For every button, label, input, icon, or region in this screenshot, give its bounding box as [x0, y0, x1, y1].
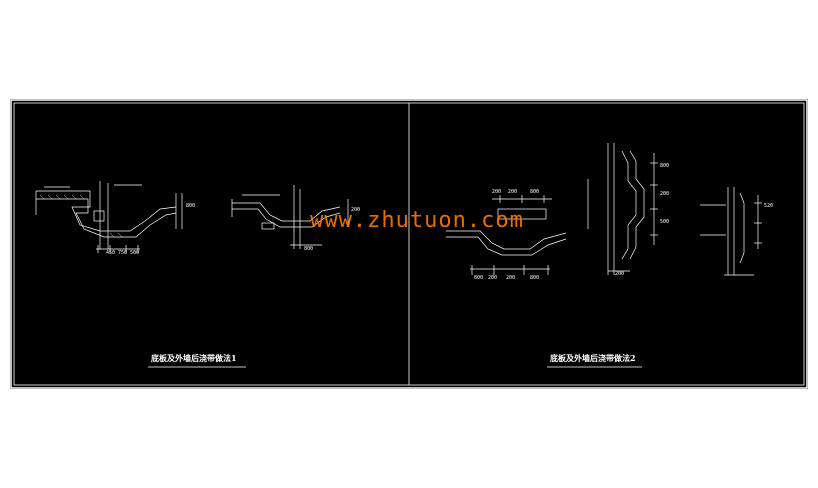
caption-left: 底板及外墙后浇带做法1	[151, 353, 237, 363]
caption-right: 底板及外墙后浇带做法2	[550, 353, 636, 363]
dim-label: 500	[130, 250, 140, 256]
dim-label: 200	[615, 271, 625, 277]
dim-label: 200	[506, 275, 516, 281]
cad-drawing	[10, 99, 808, 389]
detail-2b	[587, 143, 658, 275]
dim-label: 800	[304, 246, 314, 252]
watermark: www.zhutuon.com	[310, 208, 524, 233]
detail-1-hatch	[39, 194, 123, 238]
dim-label: 450	[106, 250, 116, 256]
detail-2c	[700, 187, 762, 276]
dim-label: 200	[508, 189, 518, 195]
dim-label: 500	[660, 219, 670, 225]
dim-label: 800	[660, 163, 670, 169]
dim-label: 800	[186, 203, 196, 209]
dim-label: 200	[660, 191, 670, 197]
detail-2	[446, 195, 567, 275]
dim-label: 800	[530, 275, 540, 281]
outer-frame	[10, 99, 808, 389]
dim-label: 200	[351, 207, 361, 213]
detail-1	[35, 181, 183, 253]
dim-label: 800	[530, 189, 540, 195]
dim-label: 200	[488, 275, 498, 281]
detail-1b	[231, 185, 349, 249]
dim-label: 520	[764, 203, 774, 209]
dim-label: 200	[492, 189, 502, 195]
dim-label: 800	[474, 275, 484, 281]
dim-label: 750	[118, 250, 128, 256]
drawing-sheet: www.zhutuon.com 底板及外墙后浇带做法1 底板及外墙后浇带做法2 …	[10, 99, 808, 389]
